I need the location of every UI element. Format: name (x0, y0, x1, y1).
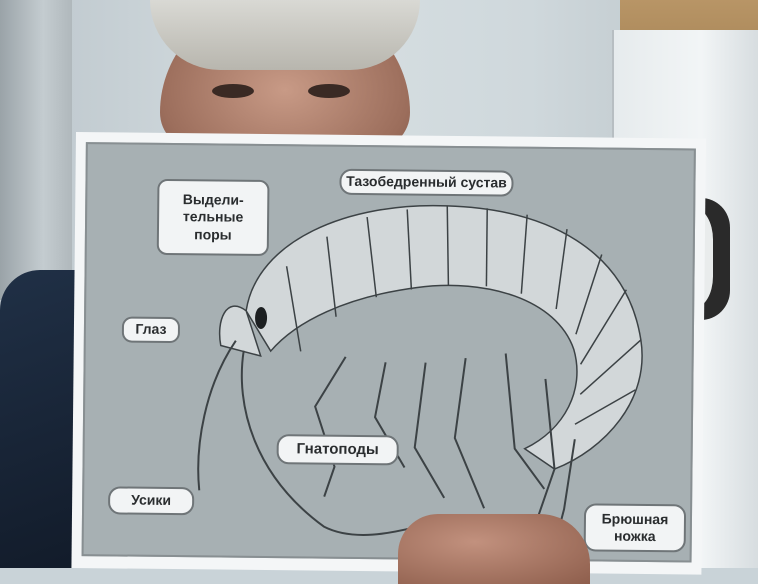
amphipod-poster: Тазобедренный сустав Выдели- тельные пор… (71, 132, 706, 575)
label-pleopod: Брюшная ножка (583, 503, 687, 553)
label-antennae: Усики (107, 486, 195, 516)
label-hip-joint: Тазобедренный сустав (339, 168, 514, 197)
label-excretory-pores: Выдели- тельные поры (156, 178, 270, 257)
label-eye: Глаз (121, 316, 181, 344)
person-right-eye (308, 84, 350, 98)
person-hand (398, 514, 590, 584)
label-gnathopods: Гнатоподы (276, 434, 399, 466)
person-left-eye (212, 84, 254, 98)
poster-inner-panel: Тазобедренный сустав Выдели- тельные пор… (81, 142, 696, 563)
wall-pillar (0, 0, 72, 300)
person-hair (150, 0, 420, 70)
amphipod-illustration (197, 204, 643, 550)
